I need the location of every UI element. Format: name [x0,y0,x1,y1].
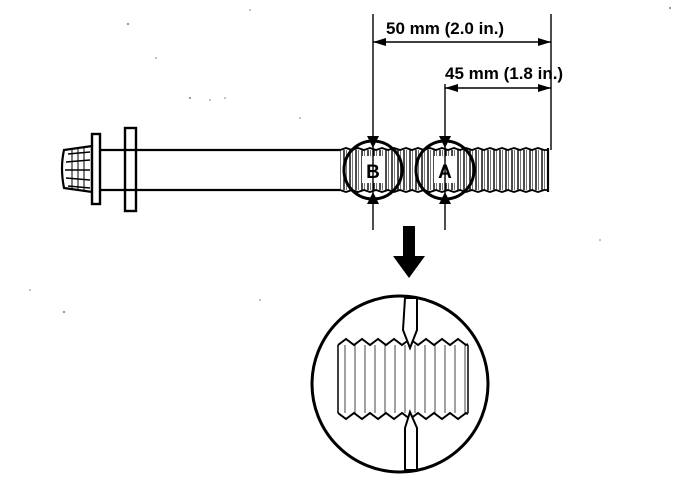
bolt-washer [123,126,138,213]
dimension-outer-label: 50 mm (2.0 in.) [386,19,504,38]
bolt-head [60,132,102,206]
down-arrow-icon [393,226,425,278]
measure-point-arrows [367,136,451,204]
scan-noise [29,7,671,313]
bolt-shank [100,148,340,192]
magnified-thread-detail [310,294,490,474]
dimension-outer: 50 mm (2.0 in.) [372,14,552,230]
gauge-jaw-bottom [404,409,418,471]
dimension-inner: 45 mm (1.8 in.) [444,64,563,230]
dimension-inner-label: 45 mm (1.8 in.) [445,64,563,83]
gauge-jaw-top [401,297,418,351]
